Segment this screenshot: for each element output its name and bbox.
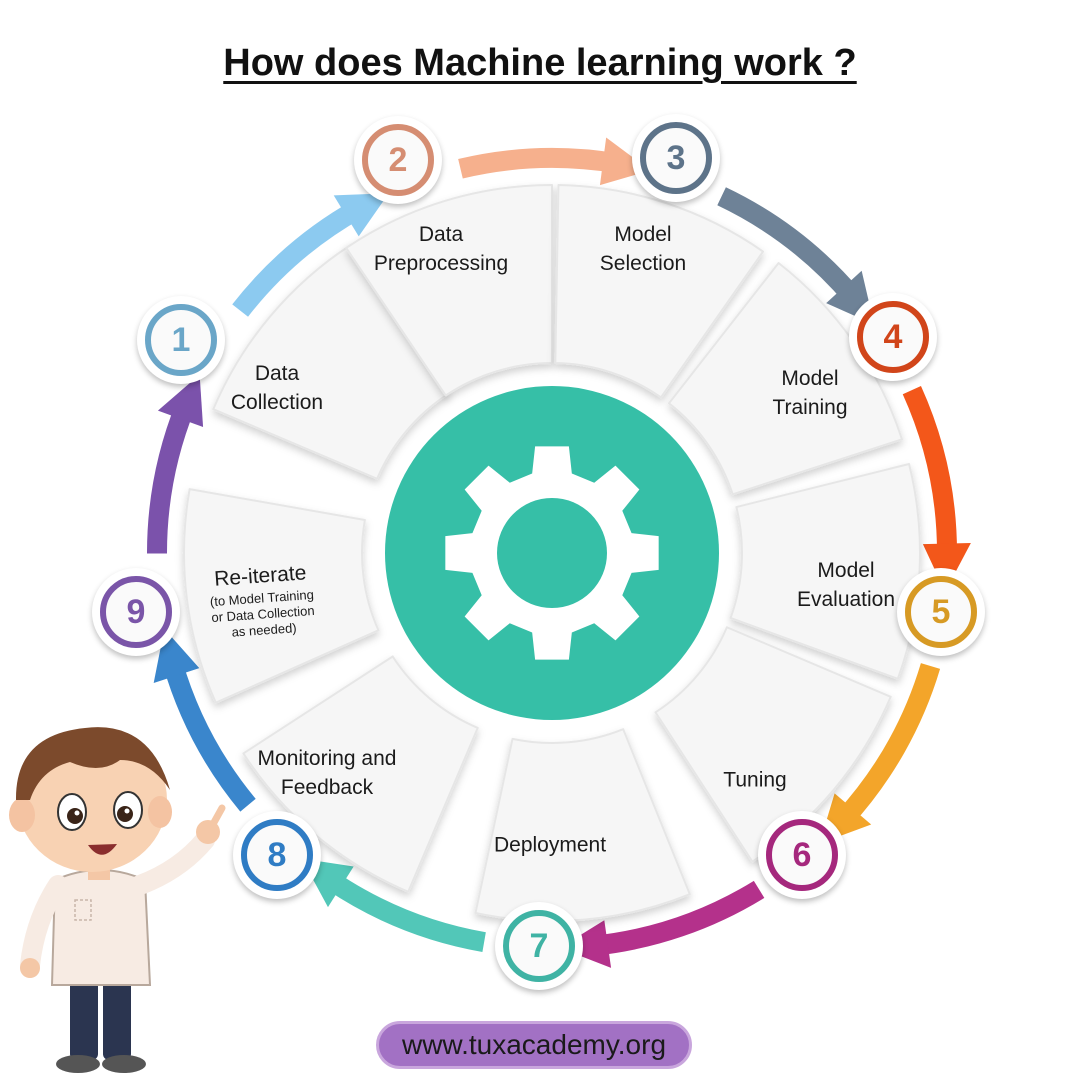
step-card-4 — [667, 262, 903, 496]
cycle-arrow-6 — [592, 880, 765, 956]
cycle-arrow-1 — [232, 200, 364, 317]
step-number: 6 — [766, 819, 838, 891]
step-label-line: Evaluation — [796, 588, 896, 611]
step-number-badge-9: 9 — [92, 568, 180, 656]
step-number-badge-5: 5 — [897, 568, 985, 656]
step-label-line: Model — [781, 367, 839, 390]
step-number: 8 — [241, 819, 313, 891]
step-number-badge-2: 2 — [354, 116, 442, 204]
step-label-7: Deployment — [494, 831, 606, 860]
step-label-line: Selection — [599, 252, 687, 275]
step-number-badge-1: 1 — [137, 296, 225, 384]
cycle-arrow-8 — [162, 659, 256, 812]
website-url[interactable]: www.tuxacademy.org — [401, 1029, 667, 1060]
step-card-2 — [345, 184, 553, 397]
arrowhead-1 — [333, 193, 389, 237]
step-label-line: Training — [772, 396, 848, 419]
step-cards — [183, 184, 921, 922]
step-number-badge-6: 6 — [758, 811, 846, 899]
cycle-arrow-2 — [458, 148, 619, 179]
website-url-badge[interactable]: www.tuxacademy.org — [376, 1021, 692, 1069]
gear-icon — [445, 446, 659, 660]
step-card-7 — [474, 728, 691, 922]
step-card-5 — [729, 462, 921, 680]
step-label-line: Data — [254, 362, 300, 385]
step-label-line: Data — [418, 223, 464, 246]
cycle-arrows — [146, 137, 971, 968]
cycle-arrow-3 — [717, 187, 861, 304]
step-card-9 — [183, 488, 380, 704]
cycle-arrow-7 — [323, 870, 486, 952]
step-number: 4 — [857, 301, 929, 373]
step-label-line: Monitoring and — [257, 747, 397, 770]
step-number: 9 — [100, 576, 172, 648]
cycle-arrow-5 — [836, 663, 941, 826]
step-number-badge-7: 7 — [495, 902, 583, 990]
step-label-line: Deployment — [493, 833, 607, 857]
step-label-line: Preprocessing — [373, 252, 509, 275]
step-number-badge-4: 4 — [849, 293, 937, 381]
step-card-8 — [242, 655, 479, 893]
step-label-6: Tuning — [723, 766, 786, 795]
step-label-line: Model — [817, 559, 875, 582]
arrowhead-9 — [157, 374, 204, 427]
cycle-arrow-9 — [146, 402, 195, 554]
step-label-line: Collection — [230, 391, 324, 414]
step-label-line: Model — [614, 223, 672, 246]
step-number: 1 — [145, 304, 217, 376]
step-label-line: Tuning — [723, 768, 787, 792]
step-number: 3 — [640, 122, 712, 194]
step-number-badge-3: 3 — [632, 114, 720, 202]
arrowhead-6 — [559, 920, 612, 968]
cycle-arrow-4 — [902, 386, 957, 558]
arrowhead-4 — [922, 542, 971, 592]
step-number-badge-8: 8 — [233, 811, 321, 899]
step-number: 5 — [905, 576, 977, 648]
cartoon-boy-mascot — [9, 727, 226, 1073]
step-label-line: Feedback — [280, 776, 374, 799]
step-number: 2 — [362, 124, 434, 196]
step-card-3 — [554, 184, 765, 399]
step-number: 7 — [503, 910, 575, 982]
page-title: How does Machine learning work ? — [223, 42, 857, 84]
step-card-6 — [654, 626, 892, 863]
